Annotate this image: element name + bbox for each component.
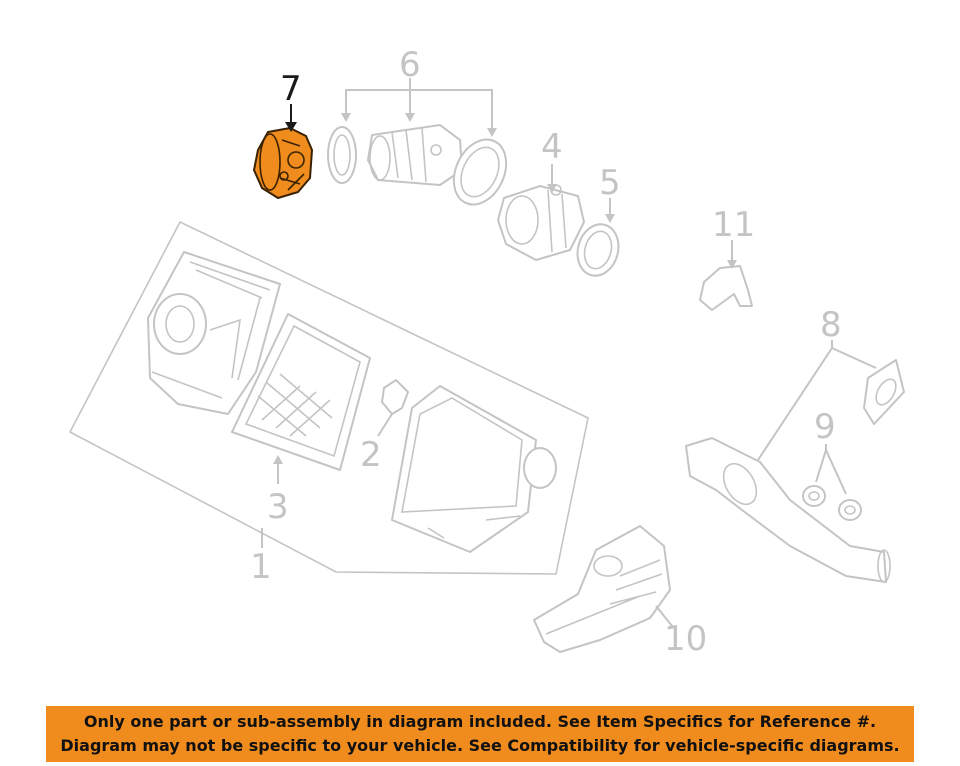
callout-7-arrow	[285, 122, 297, 132]
part-4	[497, 184, 585, 261]
callout-9-leader	[815, 444, 847, 495]
part-11	[699, 265, 753, 311]
callout-5-arrow	[605, 214, 615, 223]
callout-6: 6	[399, 45, 421, 85]
part-5	[576, 223, 620, 277]
part-1-lower-housing	[147, 251, 281, 415]
part-7-highlighted[interactable]	[253, 127, 313, 199]
callout-11-arrow	[727, 260, 737, 269]
callout-3-arrow	[273, 455, 283, 464]
callout-3: 3	[267, 487, 289, 527]
part-1-outline	[68, 220, 589, 575]
callout-6-leader	[345, 78, 493, 130]
callout-8: 8	[820, 305, 842, 345]
part-8	[685, 359, 905, 583]
callout-4: 4	[541, 127, 563, 167]
callout-4-arrow	[547, 184, 557, 193]
callout-11: 11	[712, 205, 755, 245]
part-1-upper-housing	[391, 385, 557, 553]
part-9	[802, 485, 862, 521]
parts-diagram: 7 6 4 5 11	[68, 45, 905, 659]
callout-10-leader	[655, 605, 673, 627]
disclaimer-line-1: Only one part or sub-assembly in diagram…	[83, 712, 877, 731]
callout-2: 2	[360, 435, 382, 475]
callout-10: 10	[664, 619, 707, 659]
part-6	[327, 124, 508, 206]
part-3	[231, 313, 371, 471]
callout-7: 7	[280, 69, 302, 109]
callout-9: 9	[814, 407, 836, 447]
callout-1: 1	[250, 547, 272, 587]
callout-8-leader	[757, 340, 877, 461]
callout-5: 5	[599, 163, 621, 203]
part-10	[533, 525, 671, 653]
disclaimer-banner: Only one part or sub-assembly in diagram…	[46, 706, 914, 762]
callout-2-leader	[377, 413, 393, 437]
part-2	[381, 379, 409, 415]
disclaimer-line-2: Diagram may not be specific to your vehi…	[60, 736, 900, 755]
